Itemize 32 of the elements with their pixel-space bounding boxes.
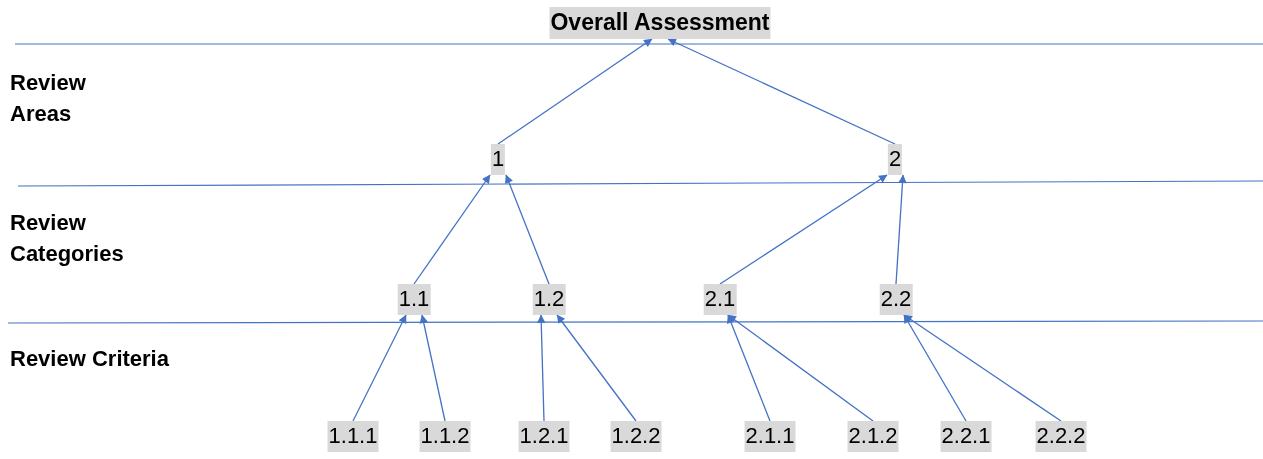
level-box: 1.2.2	[610, 421, 662, 452]
level-box: 2.1	[703, 284, 737, 315]
level-box: 1.1	[397, 284, 431, 315]
level-box: 2.2.1	[940, 421, 992, 452]
level-label: Review Criteria	[10, 345, 170, 373]
arrow	[895, 174, 907, 285]
level-box: 2	[887, 144, 903, 175]
level-label: Review Areas	[10, 69, 87, 128]
arrow	[537, 314, 546, 422]
arrow	[727, 314, 874, 422]
level-box: 2.1.1	[744, 421, 796, 452]
level-box: 1.2.1	[518, 421, 570, 452]
arrow	[497, 38, 653, 145]
level-box: 1.2	[532, 284, 566, 315]
arrow	[556, 314, 637, 422]
arrow	[352, 314, 407, 422]
level-box: 1	[490, 144, 506, 175]
arrow	[727, 314, 771, 422]
arrow	[419, 314, 446, 422]
level-box: 1.1.2	[419, 421, 471, 452]
level-box: 2.2.2	[1035, 421, 1087, 452]
arrow	[505, 174, 550, 285]
level-box: Overall Assessment	[549, 7, 771, 39]
arrow	[903, 314, 1062, 422]
level-box: 1.1.1	[327, 421, 379, 452]
level-label: Review Categories	[10, 209, 125, 268]
arrow	[719, 174, 888, 285]
level-box: 2.1.2	[847, 421, 899, 452]
arrow	[903, 314, 967, 422]
arrow	[413, 174, 491, 285]
level-box: 2.2	[879, 284, 913, 315]
arrow	[667, 38, 896, 145]
